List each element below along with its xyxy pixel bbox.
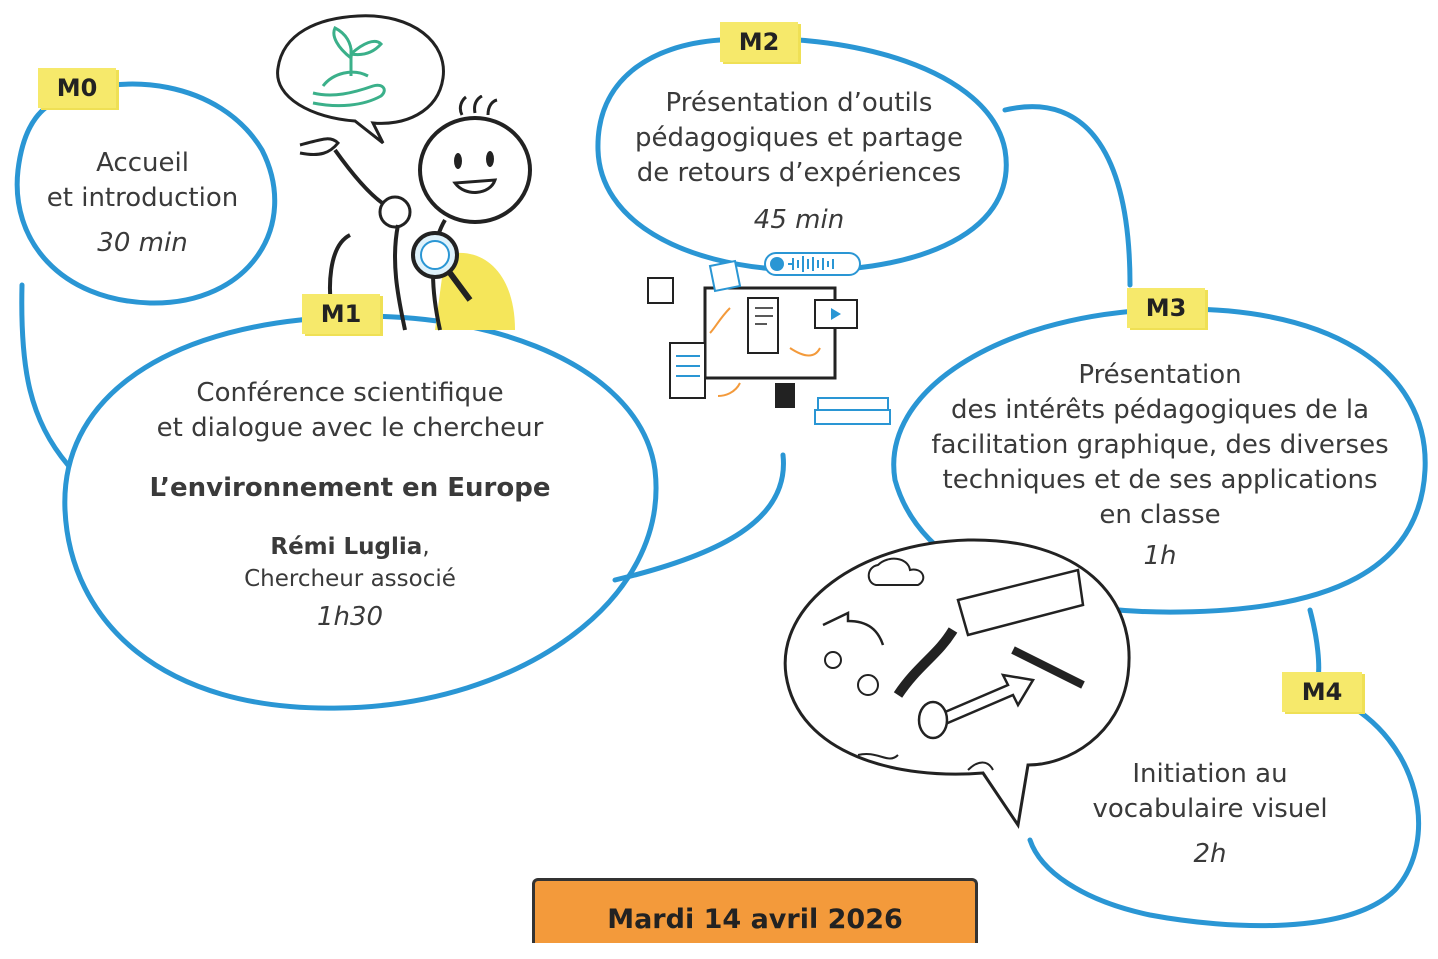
m1-speaker-role: Chercheur associé [244,566,456,592]
m0-text: Accueil et introduction 30 min [20,146,265,261]
tag-m0: M0 [38,68,116,108]
m1-topic: L’environnement en Europe [149,473,551,503]
m4-text: Initiation au vocabulaire visuel 2h [1060,757,1360,872]
m4-line-1: Initiation au [1132,759,1288,789]
m1-speaker-name: Rémi Luglia [270,534,423,560]
m3-m4-connector [1307,607,1322,683]
tag-m3: M3 [1127,288,1205,328]
m1-bubble [62,313,659,711]
m0-line-2: et introduction [46,183,239,213]
m4-line-2: vocabulaire visuel [1092,794,1328,824]
m3-line-2: des intérêts pédagogiques de la [950,395,1370,425]
tools-collage-icon [647,252,891,425]
magnifier-icon [411,231,473,302]
m4-duration: 2h [1193,839,1227,869]
m2-line-2: pédagogiques et partage [634,123,964,153]
m3-line-4: techniques et de ses applications [942,465,1378,495]
m4-bubble [1027,697,1422,929]
m3-duration: 1h [1143,541,1177,571]
m1-line-2: et dialogue avec le chercheur [156,413,544,443]
m3-line-5: en classe [1099,500,1221,530]
m3-bubble [891,306,1428,615]
m0-m1-connector [19,282,71,468]
m0-bubble [14,81,278,306]
m2-text: Présentation d’outils pédagogiques et pa… [598,86,1000,238]
tag-m2: M2 [720,22,798,62]
m2-line-1: Présentation d’outils [665,88,933,118]
m2-duration: 45 min [753,205,845,235]
m1-m2-connector [612,452,786,583]
doodles-bubble-icon [783,538,1131,829]
m0-duration: 30 min [97,228,188,258]
m2-line-3: de retours d’expériences [636,158,962,188]
m1-text: Conférence scientifique et dialogue avec… [100,376,600,635]
date-banner: Mardi 14 avril 2026 [532,878,978,943]
m1-speaker-sep: , [422,534,430,560]
m3-text: Présentation des intérêts pédagogiques d… [900,358,1420,574]
m1-line-1: Conférence scientifique [196,378,504,408]
plant-in-hand-icon [276,14,445,145]
m2-m3-connector [1002,104,1133,288]
m3-line-3: facilitation graphique, des diverses [931,430,1389,460]
m1-duration: 1h30 [316,602,384,632]
m3-line-1: Présentation [1078,360,1242,390]
tag-m4: M4 [1282,672,1362,712]
m0-line-1: Accueil [96,148,189,178]
tag-m1: M1 [302,294,380,334]
